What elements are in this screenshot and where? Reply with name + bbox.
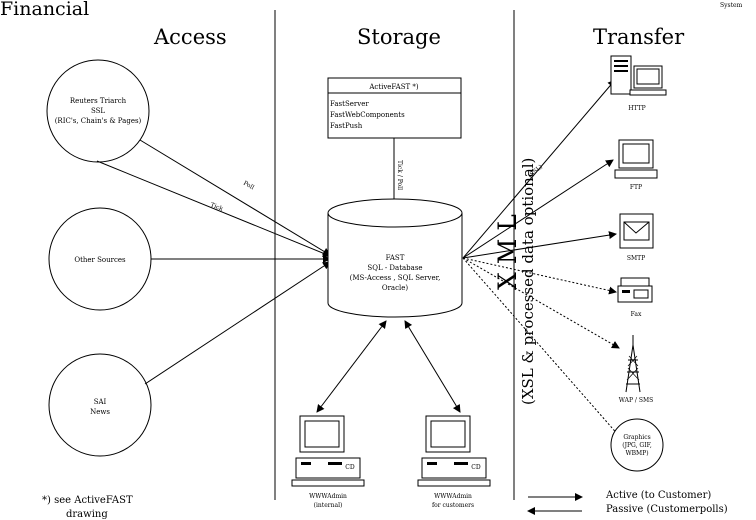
http-connector <box>462 79 616 259</box>
fast-database: FAST SQL - Database (MS-Access , SQL Ser… <box>327 198 463 318</box>
tick-label: Tick <box>209 201 224 212</box>
fax-label: Fax <box>631 311 642 318</box>
svg-text:Oracle): Oracle) <box>382 284 409 292</box>
diagram-title: Financial <box>0 0 89 20</box>
fax-connector <box>462 257 617 295</box>
column-access-title: Access <box>153 25 227 49</box>
source-connectors <box>96 139 331 385</box>
activefast-box: ActiveFAST *) FastServer FastWebComponen… <box>327 77 462 139</box>
poll-label: Poll <box>242 180 255 192</box>
legend: Active (to Customer) Passive (Customerpo… <box>527 490 728 515</box>
http-label: HTTP <box>628 105 645 112</box>
admin-internal-connector <box>316 320 387 413</box>
graphics-connector <box>462 257 621 438</box>
sai-connector <box>144 261 331 385</box>
svg-text:News: News <box>90 408 110 416</box>
svg-text:CD: CD <box>345 464 355 471</box>
svg-text:(JPG, GIF,: (JPG, GIF, <box>622 442 652 449</box>
smtp-connector <box>462 231 617 259</box>
svg-text:Graphics: Graphics <box>623 434 650 441</box>
ftp-connector <box>462 159 614 259</box>
admin-customers-computer: CD <box>417 415 491 487</box>
legend-passive-label: Passive (Customerpolls) <box>606 504 728 515</box>
fax-icon <box>617 277 653 303</box>
tick-connector <box>96 160 331 258</box>
svg-text:FAST: FAST <box>386 254 405 262</box>
wap-connector <box>462 257 620 349</box>
legend-active-label: Active (to Customer) <box>605 490 711 501</box>
poll-connector <box>139 139 331 256</box>
svg-text:SQL - Database: SQL - Database <box>367 264 422 272</box>
ftp-computer-icon <box>614 139 658 179</box>
ftp-label: FTP <box>630 184 642 191</box>
svg-text:(RIC's, Chain's & Pages): (RIC's, Chain's & Pages) <box>55 117 142 125</box>
smtp-label: SMTP <box>627 255 645 262</box>
source-sai: SAI News <box>48 353 152 457</box>
svg-text:SSL: SSL <box>91 107 105 115</box>
column-transfer-title: Transfer <box>593 25 685 49</box>
column-storage-title: Storage <box>357 25 441 49</box>
source-other: Other Sources <box>48 207 152 311</box>
svg-text:FastServer: FastServer <box>330 100 369 108</box>
svg-text:ActiveFAST *): ActiveFAST *) <box>368 83 419 91</box>
http-server-icon <box>610 55 667 96</box>
admin-customers-label1: WWWAdmin <box>434 493 472 500</box>
footnote-line1: *) see ActiveFAST <box>42 495 133 506</box>
wap-tower-icon <box>625 335 641 393</box>
svg-text:WBMP): WBMP) <box>625 450 648 457</box>
svg-text:FastWebComponents: FastWebComponents <box>330 111 405 119</box>
admin-customers-label2: for customers <box>432 502 474 509</box>
admin-internal-computer: CD <box>291 415 365 487</box>
transfer-connectors <box>462 79 621 438</box>
svg-text:Reuters Triarch: Reuters Triarch <box>70 97 127 105</box>
svg-text:Other Sources: Other Sources <box>74 256 126 264</box>
smtp-mail-icon <box>619 213 654 249</box>
source-reuters: Reuters Triarch SSL (RIC's, Chain's & Pa… <box>46 59 150 163</box>
svg-text:FastPush: FastPush <box>330 122 363 130</box>
tickpoll-label: Tick / Poll <box>396 160 403 190</box>
xml-label: X M L <box>493 214 522 290</box>
svg-text:SAI: SAI <box>94 398 107 406</box>
admin-customers-connector <box>404 320 461 413</box>
svg-text:(MS-Access , SQL Server,: (MS-Access , SQL Server, <box>350 274 441 282</box>
xsl-label: (XSL & processed data optional) <box>519 158 537 405</box>
wap-label: WAP / SMS <box>619 397 653 404</box>
footnote-line2: drawing <box>66 509 108 520</box>
admin-internal-label2: (internal) <box>314 502 343 509</box>
admin-internal-label1: WWWAdmin <box>309 493 347 500</box>
corner-label: System <box>720 2 743 9</box>
svg-text:CD: CD <box>471 464 481 471</box>
graphics-target: Graphics (JPG, GIF, WBMP) <box>610 418 664 472</box>
